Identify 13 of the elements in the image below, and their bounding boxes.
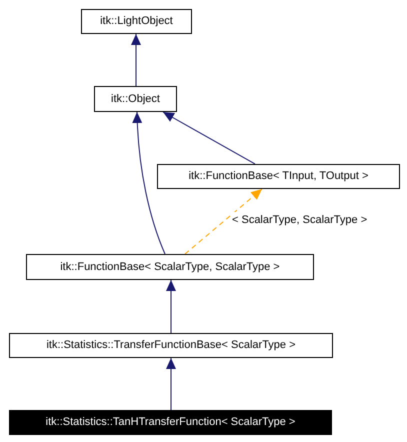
class-box: itk::Statistics::TransferFunctionBase< ScalarType > xyxy=(9,333,333,358)
edge-label: < ScalarType, ScalarType > xyxy=(232,212,368,228)
class-box: itk::Object xyxy=(94,86,177,112)
dashed-arrow xyxy=(184,188,262,254)
arrow xyxy=(131,34,141,86)
arrow xyxy=(166,280,176,334)
highlighted-class-box: itk::Statistics::TanHTransferFunction< ScalarType > xyxy=(9,410,332,435)
class-box: itk::FunctionBase< TInput, TOutput > xyxy=(157,164,400,189)
arrow xyxy=(132,112,166,254)
arrow xyxy=(162,112,256,164)
class-box: itk::LightObject xyxy=(81,9,192,34)
class-box: itk::FunctionBase< ScalarType, ScalarType > xyxy=(26,254,314,280)
arrow xyxy=(166,358,176,410)
